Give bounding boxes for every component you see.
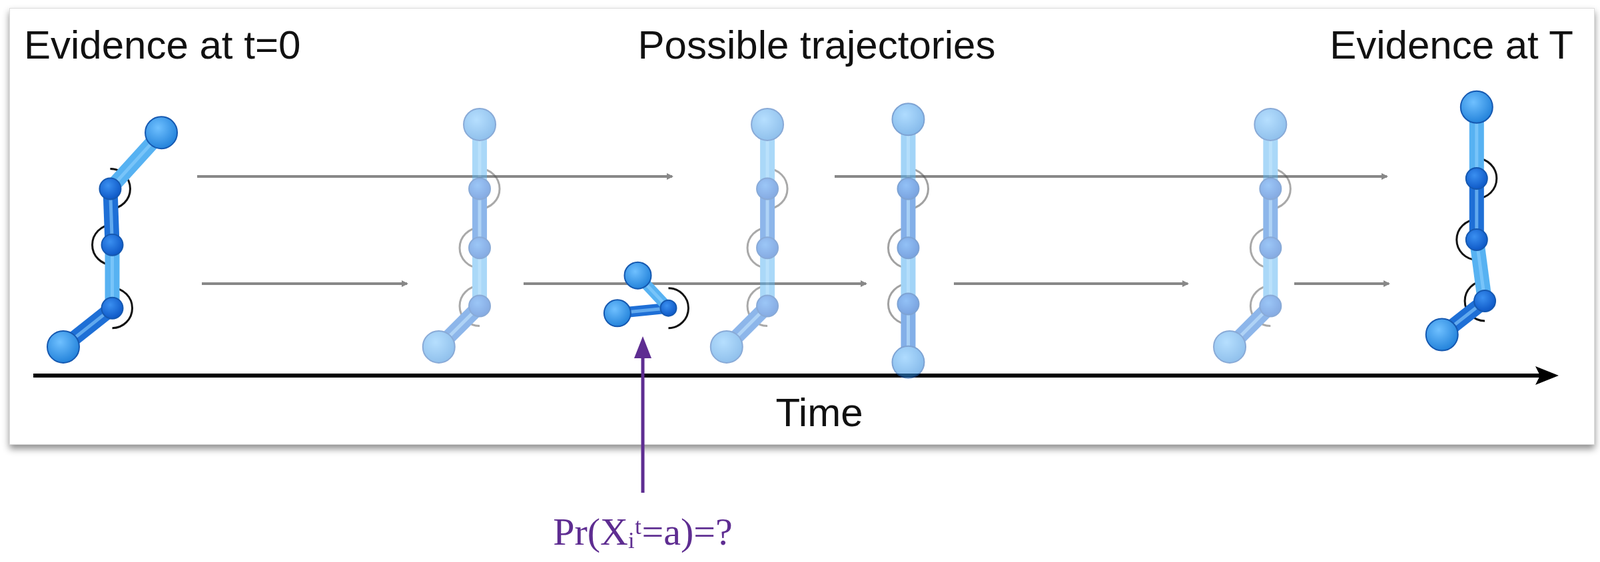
trajectory-arrows — [197, 176, 1389, 284]
molecule — [1213, 108, 1291, 364]
heading-label: Evidence at T — [1329, 25, 1574, 66]
molecule — [887, 103, 928, 379]
heading-label: Evidence at t=0 — [23, 25, 301, 66]
axis-label: Time — [775, 393, 863, 433]
heading-label: Possible trajectories — [638, 25, 996, 66]
frame-panel — [9, 7, 1595, 445]
time-arrowhead — [1535, 366, 1559, 386]
query-label: Pr(Xᵢᵗ=a)=? — [552, 512, 733, 552]
molecule — [422, 108, 500, 364]
molecule — [710, 108, 788, 364]
molecule — [604, 262, 689, 329]
query-arrowhead — [634, 336, 652, 359]
molecule — [47, 116, 178, 364]
molecule — [1426, 91, 1497, 352]
molecules — [47, 91, 1497, 379]
query-arrow — [641, 353, 645, 493]
time-axis — [33, 373, 1546, 378]
